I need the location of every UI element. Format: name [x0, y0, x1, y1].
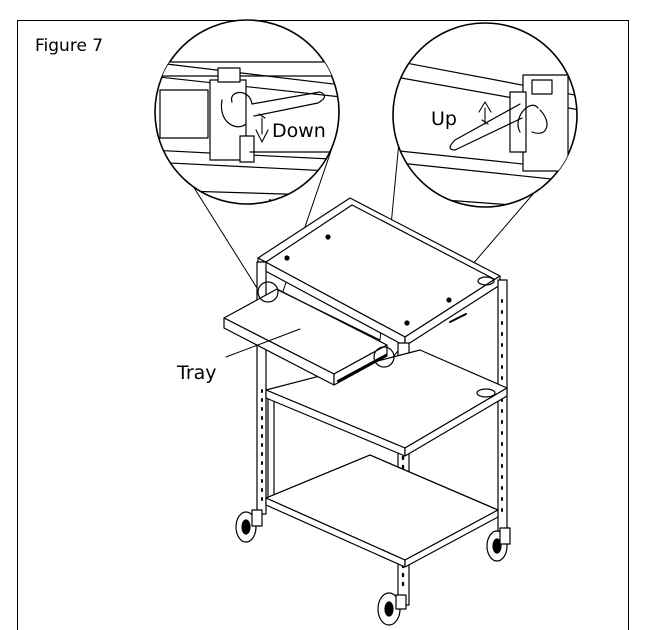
detail-view-up	[392, 22, 578, 208]
up-label: Up	[431, 108, 457, 130]
slide-detail-marker-right	[373, 346, 395, 368]
pull-out-tray	[223, 288, 467, 386]
tray-leader-line	[225, 328, 301, 358]
cart-body	[223, 197, 511, 626]
slide-detail-marker-left	[257, 281, 279, 303]
figure-frame	[17, 20, 629, 630]
up-arrow-icon	[478, 101, 492, 125]
down-label: Down	[272, 120, 326, 142]
down-arrow-icon	[255, 113, 269, 143]
tray-label: Tray	[177, 362, 217, 384]
caster-wheels	[235, 509, 511, 626]
detail-view-down	[154, 19, 340, 205]
figure-title: Figure 7	[35, 36, 104, 56]
bottom-shelf	[265, 454, 499, 568]
